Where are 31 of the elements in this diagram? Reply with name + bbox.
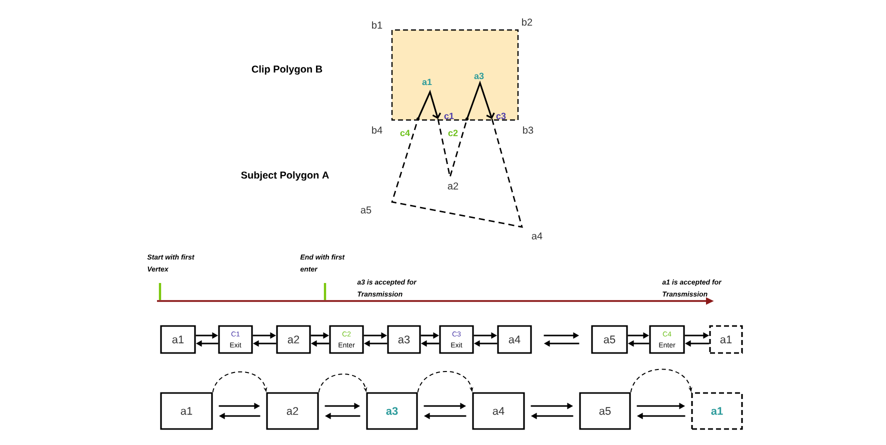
vertex-label: c1: [444, 112, 454, 120]
curved-arrow: [417, 370, 474, 393]
vertex-label: a1: [422, 78, 432, 86]
curved-arrow: [318, 374, 368, 393]
vertex-box: a2: [266, 392, 319, 430]
vertex-label: c4: [400, 130, 410, 136]
vertex-label: c2: [448, 130, 458, 136]
vertex-label: a2: [448, 182, 458, 190]
vertex-label: c3: [496, 112, 506, 120]
polygon-title: Subject Polygon A: [241, 171, 329, 181]
vertex-box: a3: [366, 392, 418, 430]
curved-arrow: [630, 368, 692, 393]
vertex-box: a4: [472, 392, 525, 430]
vertex-label: b3: [523, 126, 534, 134]
vertex-box: a2: [276, 325, 311, 354]
vertex-box: a4: [497, 325, 532, 354]
vertex-box: a5: [579, 392, 631, 430]
vertex-label: b4: [372, 126, 382, 134]
vertex-box: a1: [709, 325, 743, 354]
vertex-box: a3: [387, 325, 421, 354]
vertex-label: b2: [522, 18, 532, 26]
vertex-box: a1: [160, 392, 213, 430]
vertex-label: a4: [532, 232, 542, 240]
vertex-label: a5: [360, 206, 372, 214]
vertex-box: a1: [160, 325, 196, 354]
curved-arrow: [212, 371, 268, 393]
vertex-box: a5: [591, 325, 628, 354]
polygon-title: Clip Polygon B: [252, 65, 322, 75]
vertex-label: a3: [474, 72, 484, 80]
vertex-label: b1: [372, 21, 382, 29]
vertex-box: a1: [691, 392, 743, 430]
